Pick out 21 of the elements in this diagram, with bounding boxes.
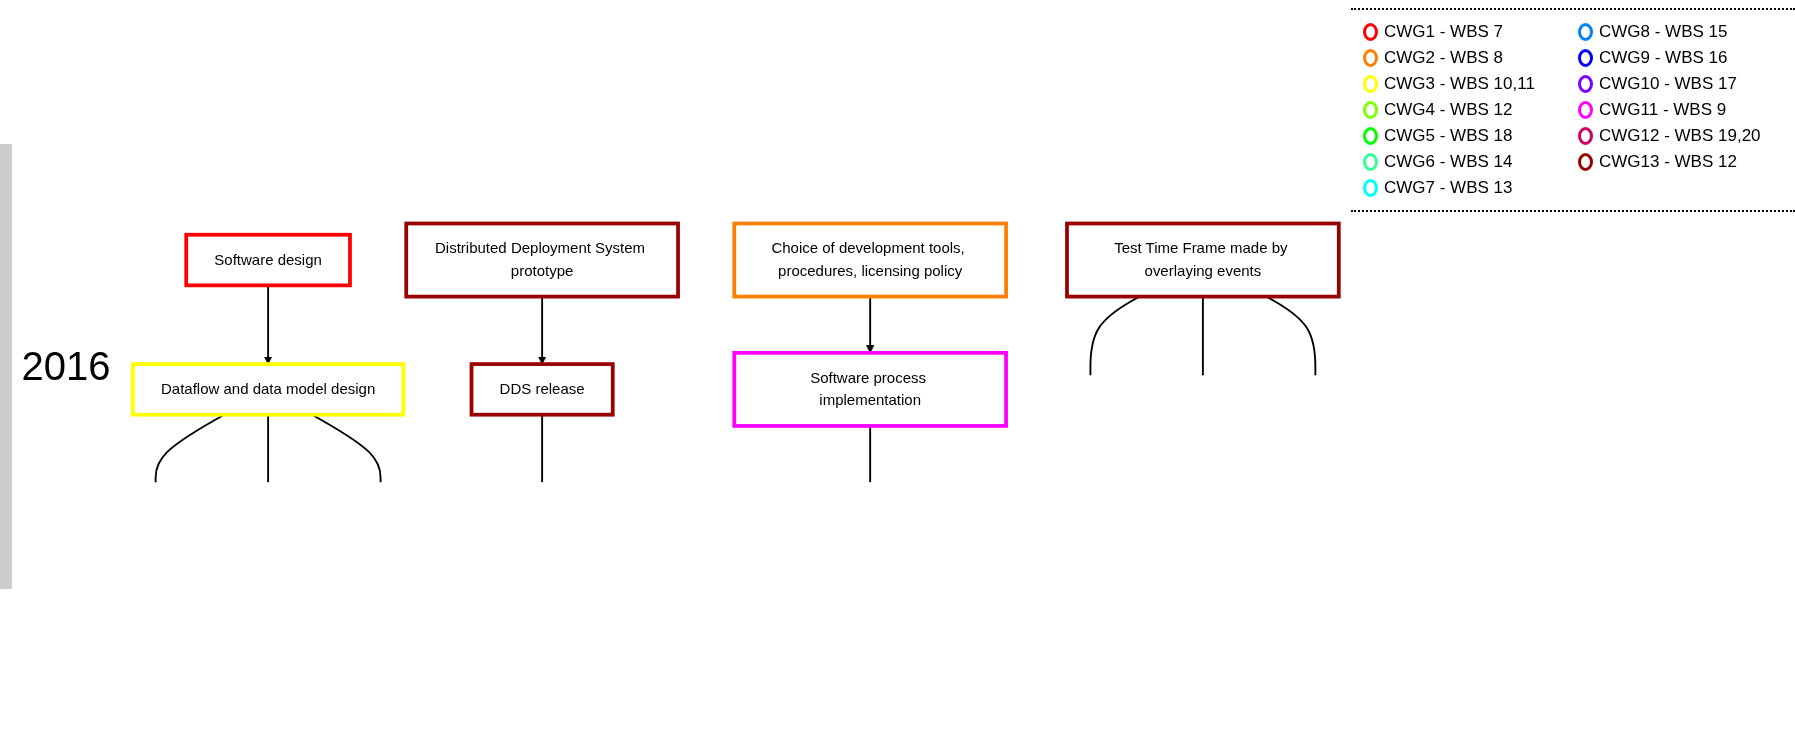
- legend-text: CWG4 - WBS 12: [1384, 100, 1513, 120]
- legend-text: CWG8 - WBS 15: [1599, 22, 1728, 42]
- node-box: Test Time Frame made by overlaying events: [1065, 221, 1341, 299]
- legend-text: CWG6 - WBS 14: [1384, 152, 1513, 172]
- node-box: Dataflow and data model design: [131, 361, 406, 417]
- legend-text: CWG7 - WBS 13: [1384, 178, 1513, 198]
- legend-text: CWG11 - WBS 9: [1599, 100, 1727, 120]
- legend-text: CWG2 - WBS 8: [1384, 48, 1503, 68]
- node-box: DDS release: [469, 361, 615, 417]
- legend-text: CWG13 - WBS 12: [1599, 152, 1737, 172]
- node-box: Software design: [184, 232, 352, 287]
- legend-text: CWG9 - WBS 16: [1599, 48, 1728, 68]
- year-label: 2016: [0, 144, 121, 589]
- legend-text: CWG3 - WBS 10,11: [1384, 74, 1535, 94]
- node-box: Software process implementation: [732, 350, 1008, 428]
- node-box: Distributed Deployment System prototype: [404, 221, 680, 299]
- legend-text: CWG12 - WBS 19,20: [1599, 126, 1761, 146]
- node-box: Choice of development tools, procedures, licensing policy: [732, 221, 1008, 299]
- legend-text: CWG1 - WBS 7: [1384, 22, 1503, 42]
- legend-text: CWG5 - WBS 18: [1384, 126, 1513, 146]
- legend-text: CWG10 - WBS 17: [1599, 74, 1737, 94]
